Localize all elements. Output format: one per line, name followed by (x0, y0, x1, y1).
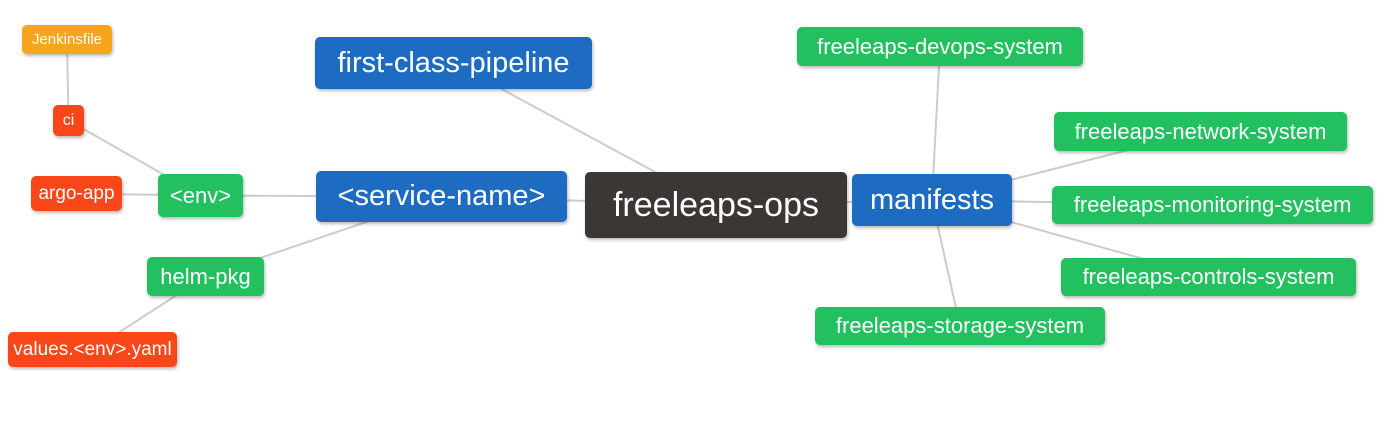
node-ci[interactable]: ci (53, 105, 84, 136)
node-freeleaps-ops[interactable]: freeleaps-ops (585, 172, 847, 238)
node-controls-system[interactable]: freeleaps-controls-system (1061, 258, 1356, 296)
node-manifests[interactable]: manifests (852, 174, 1012, 226)
node-jenkinsfile[interactable]: Jenkinsfile (22, 25, 112, 54)
node-first-class-pipeline[interactable]: first-class-pipeline (315, 37, 592, 89)
node-network-system[interactable]: freeleaps-network-system (1054, 112, 1347, 151)
node-env[interactable]: <env> (158, 174, 243, 217)
node-values-env-yaml[interactable]: values.<env>.yaml (8, 332, 177, 367)
node-argo-app[interactable]: argo-app (31, 176, 122, 211)
node-storage-system[interactable]: freeleaps-storage-system (815, 307, 1105, 345)
node-helm-pkg[interactable]: helm-pkg (147, 257, 264, 296)
node-service-name[interactable]: <service-name> (316, 171, 567, 222)
node-monitoring-system[interactable]: freeleaps-monitoring-system (1052, 186, 1373, 224)
node-devops-system[interactable]: freeleaps-devops-system (797, 27, 1083, 66)
